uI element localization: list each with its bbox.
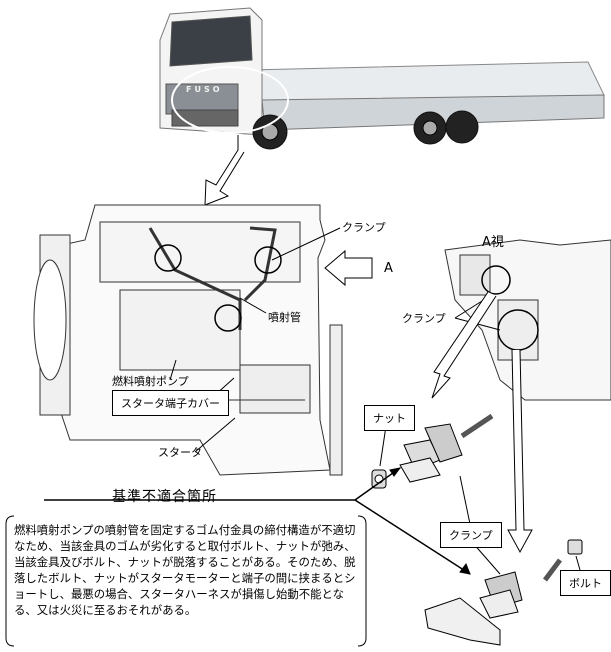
view-a-illustration xyxy=(444,239,611,401)
label-nut: ナット xyxy=(364,405,415,431)
label-clamp-engine: クランプ xyxy=(342,221,386,234)
detail-arrow-down xyxy=(507,349,533,554)
truck-grille-badge: FUSO xyxy=(186,85,223,94)
clamp-parts-upper xyxy=(371,413,494,489)
label-view-a: A視 xyxy=(482,235,504,250)
label-clamp-parts: クランプ xyxy=(440,522,502,548)
detail-arrow-left xyxy=(431,291,497,399)
defect-description: 燃料噴射ポンプの噴射管を固定するゴム付金具の締付構造が不適切なため、当該金具のゴ… xyxy=(14,523,356,617)
leader-lines xyxy=(169,227,341,453)
defect-title: 基準不適合箇所 xyxy=(112,489,217,505)
engine-illustration xyxy=(33,204,343,476)
label-starter: スタータ xyxy=(158,446,202,459)
truck-illustration xyxy=(159,7,605,150)
clamp-parts-lower xyxy=(424,539,583,646)
view-a-arrow-shape xyxy=(324,249,373,287)
label-injection-pipe: 噴射管 xyxy=(268,311,301,324)
label-bolt: ボルト xyxy=(560,570,611,596)
label-fuel-injection-pump: 燃料噴射ポンプ xyxy=(112,375,189,388)
label-clamp-view-a: クランプ xyxy=(402,312,446,325)
label-view-a-arrow: A xyxy=(384,261,393,276)
defect-description-box: 燃料噴射ポンプの噴射管を固定するゴム付金具の締付構造が不適切なため、当該金具のゴ… xyxy=(6,514,364,646)
label-starter-terminal-cover: スタータ端子カバー xyxy=(112,390,229,416)
callout-arrow xyxy=(204,135,245,206)
